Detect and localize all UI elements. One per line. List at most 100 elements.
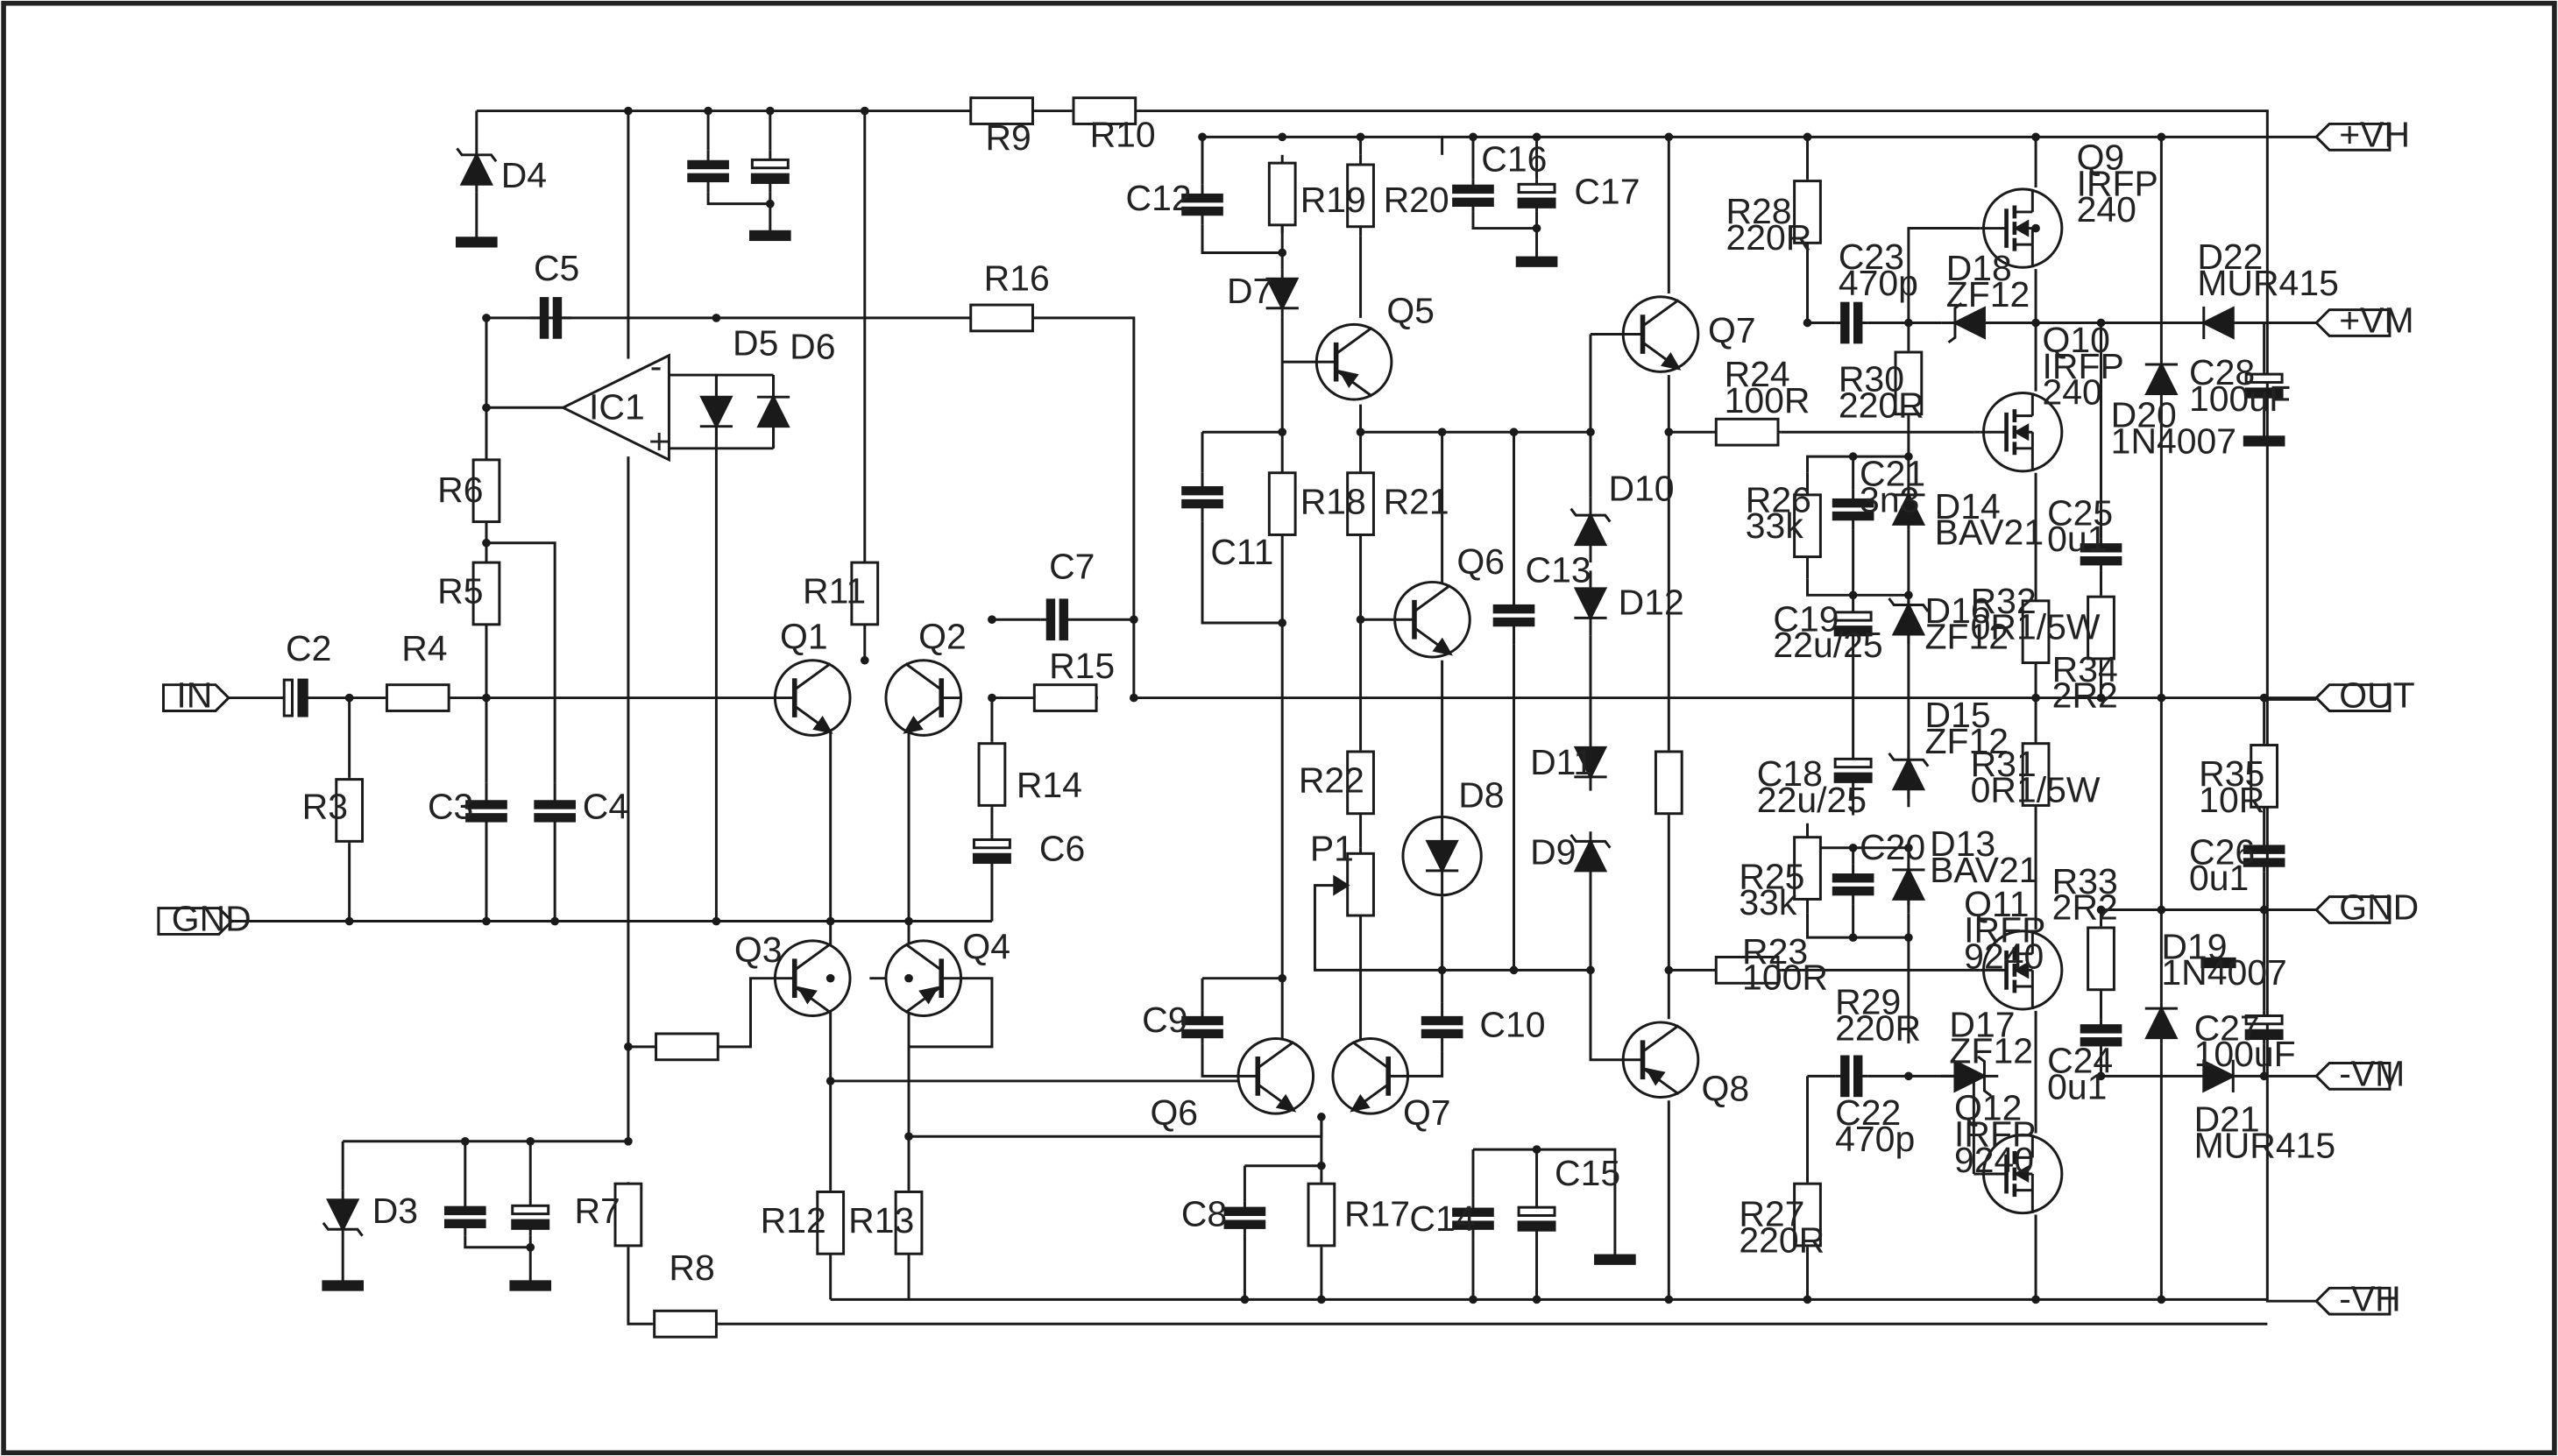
resistor-r24 [1712, 417, 1782, 447]
junction-dot [1532, 132, 1541, 142]
wire [909, 1116, 1323, 1138]
junction-dot [624, 1136, 633, 1146]
label-c4: C4 [583, 786, 628, 826]
label-d19-line1: 1N4007 [2161, 952, 2286, 993]
potentiometer-wiper [1333, 874, 1350, 896]
mosfet-q9 [1980, 187, 2064, 269]
zener-diode-d16 [1888, 595, 1930, 645]
junction-dot [1278, 428, 1287, 437]
label-q11-line2: 9240 [1964, 937, 2044, 977]
resistor-r22 [1346, 750, 1375, 816]
label-r35-line1: 10R [2199, 780, 2264, 820]
wire [1472, 1148, 1539, 1198]
junction-dot [1803, 132, 1812, 142]
junction-dot [904, 1132, 913, 1141]
label-c22: C22 [1835, 1092, 1901, 1133]
label-r19: R19 [1300, 180, 1366, 220]
label-d11: D11 [1530, 742, 1593, 782]
label-d14: D14 [1935, 486, 2001, 527]
label-d21-line1: MUR415 [2194, 1125, 2336, 1165]
resistor-r32 [2021, 599, 2051, 665]
resistor-r15 [1032, 683, 1098, 712]
resistor-r9 [969, 96, 1034, 125]
junction-dot [1356, 132, 1365, 142]
junction-dot [2031, 318, 2040, 328]
port-minus-vm-label: -VM [2339, 1054, 2405, 1094]
junction-dot [1278, 618, 1287, 627]
label-d9: D9 [1530, 831, 1576, 872]
junction-dot [826, 973, 835, 983]
junction-dot [904, 973, 913, 983]
diode-d5 [699, 375, 733, 449]
label-r30-line1: 220R [1839, 385, 1924, 425]
wire [1806, 578, 1909, 597]
junction-dot [1904, 318, 1913, 328]
junction-dot [2031, 693, 2040, 703]
port-plus-vh [2314, 122, 2391, 152]
junction-dot [1904, 590, 1913, 600]
junction-dot [1904, 452, 1913, 461]
label-r24-line1: 100R [1725, 380, 1810, 421]
label-r23: R23 [1742, 931, 1808, 972]
resistor-r28 [1793, 179, 1822, 245]
port-gnd-left [157, 907, 234, 936]
junction-dot [1848, 843, 1858, 852]
label-r31-line1: 0R1/5W [1971, 770, 2101, 810]
label-d13-line1: BAV21 [1930, 850, 2038, 890]
zener-diode-d10 [1570, 497, 1612, 563]
op-amp-ic1 [560, 353, 670, 463]
junction-dot [526, 1242, 535, 1252]
mosfet-q12 [1980, 1133, 2064, 1215]
resistor-r17 [1307, 1182, 1336, 1247]
junction-dot [1278, 132, 1287, 142]
resistor-r27 [1793, 1182, 1822, 1247]
port-out-label: OUT [2339, 675, 2414, 716]
mosfet-q11 [1980, 929, 2064, 1011]
capacitor-c13 [1492, 587, 1535, 645]
label-c19: C19 [1773, 598, 1839, 639]
label-q6-bottom: Q6 [1150, 1092, 1198, 1133]
resistor-r35 [2250, 743, 2279, 809]
junction-dot [1586, 428, 1595, 437]
junction-dot [482, 538, 491, 548]
junction-dot [1356, 428, 1365, 437]
port-gnd-right [2314, 895, 2391, 924]
resistor-r14 [977, 741, 1007, 808]
label-q3: Q3 [734, 929, 783, 970]
label-d3: D3 [372, 1191, 418, 1231]
resistor-r31 [2021, 741, 2051, 808]
diode-d19 [2144, 1002, 2179, 1044]
label-q7-top: Q7 [1708, 310, 1756, 350]
label-q9-line2: 240 [2077, 189, 2136, 230]
transistor-q8 [1621, 1021, 1700, 1099]
label-r21: R21 [1384, 481, 1449, 521]
label-r30: R30 [1839, 359, 1904, 399]
junction-dot [344, 916, 354, 926]
zener-diode-d4 [456, 146, 498, 193]
junction-dot [1803, 1295, 1812, 1304]
label-c12: C12 [1126, 178, 1192, 218]
resistor-r33 [2087, 926, 2115, 992]
junction-dot [1904, 1071, 1913, 1081]
junction-dot [1848, 590, 1858, 600]
port-in [161, 683, 231, 712]
label-r20: R20 [1384, 180, 1449, 220]
capacitor-c26 [2243, 839, 2285, 873]
capacitor-c24 [2080, 1019, 2122, 1052]
resistor-r10 [1072, 96, 1137, 125]
wire [627, 1247, 653, 1325]
junction-dot [1586, 965, 1595, 975]
label-r32-line1: 0R1/5W [1971, 607, 2101, 647]
capacitor-c16 [1452, 179, 1494, 212]
junction-dot [765, 106, 775, 116]
label-r29-line1: 220R [1835, 1007, 1921, 1048]
label-q5: Q5 [1386, 291, 1435, 331]
label-q10-line2: 240 [2043, 372, 2102, 413]
junction-dot [2259, 1071, 2269, 1081]
label-d19: D19 [2161, 926, 2227, 966]
label-d22: D22 [2197, 237, 2263, 277]
label-d12: D12 [1619, 583, 1684, 623]
junction-dot [460, 1136, 470, 1146]
junction-dot [1803, 318, 1812, 328]
junction-dot [550, 916, 559, 926]
